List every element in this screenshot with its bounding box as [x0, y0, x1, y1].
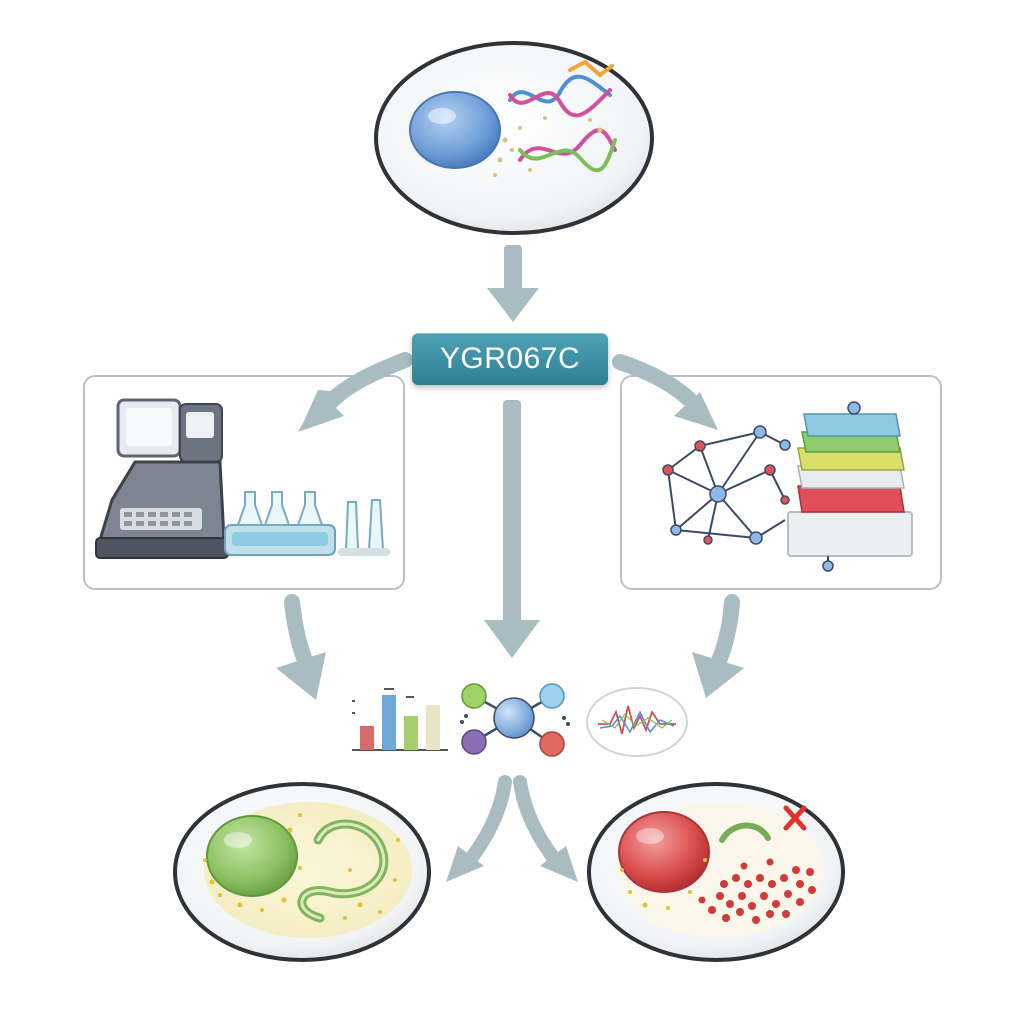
- arrow-gene-to-analysis: [484, 400, 540, 658]
- flow-arrows: [276, 245, 744, 882]
- healthy-cell-icon: [173, 782, 431, 962]
- bar-chart-icon: [352, 688, 448, 751]
- network-graph-icon: [460, 683, 570, 757]
- cell-nucleus: [409, 91, 501, 169]
- protein-aggregates: [698, 858, 816, 924]
- healthy-nucleus: [206, 815, 298, 897]
- arrow-right-to-analysis: [692, 594, 744, 698]
- gene-label: YGR067C: [412, 333, 608, 385]
- lab-equipment-icon: [95, 398, 390, 559]
- signal-trace-icon: [586, 687, 688, 757]
- arrow-gene-to-left: [298, 352, 413, 432]
- red-x-icon: [783, 805, 807, 831]
- arrow-gene-to-right: [612, 354, 718, 430]
- arrow-analysis-to-healthy: [446, 775, 512, 882]
- damaged-cell-icon: [587, 782, 845, 962]
- arrow-left-to-analysis: [276, 594, 326, 700]
- arrow-top-to-gene: [487, 245, 539, 322]
- network-database-icon: [662, 401, 913, 572]
- dna-helix-icon: [508, 59, 617, 173]
- top-yeast-cell: [374, 41, 654, 235]
- arrow-analysis-to-damaged: [513, 775, 578, 882]
- damaged-nucleus: [618, 811, 710, 893]
